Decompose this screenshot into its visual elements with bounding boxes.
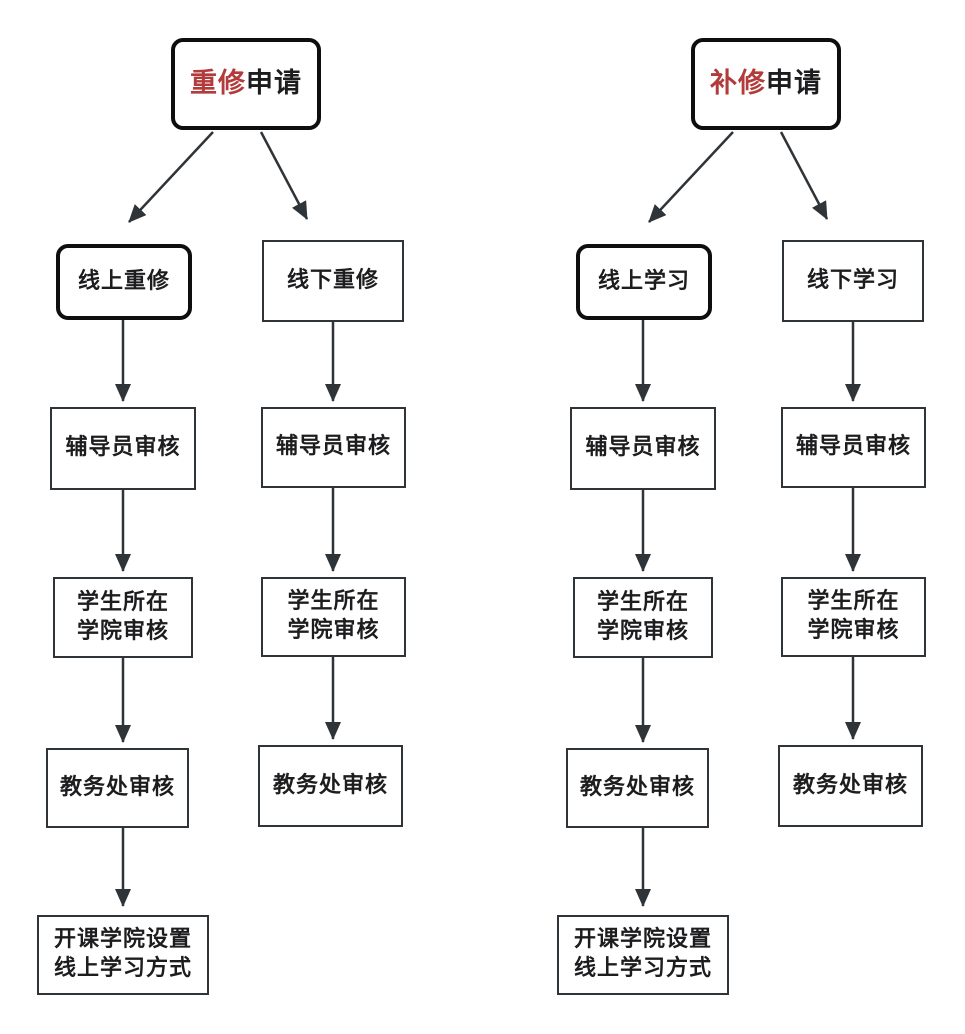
retake-rest-text: 申请 — [246, 68, 302, 100]
node-student-college-review: 学生所在 学院审核 — [781, 577, 926, 657]
arrow-retake-to-online — [128, 131, 214, 223]
arrow-retake-to-offline — [259, 131, 309, 220]
node-counselor-review: 辅导员审核 — [50, 407, 196, 490]
node-academic-affairs-review: 教务处审核 — [46, 748, 189, 828]
node-counselor-review: 辅导员审核 — [570, 407, 716, 490]
node-academic-affairs-review: 教务处审核 — [258, 745, 403, 827]
node-online-retake: 线上重修 — [56, 244, 192, 320]
node-counselor-review: 辅导员审核 — [781, 407, 926, 488]
retake-highlight-text: 重修 — [190, 68, 246, 100]
node-retake-application: 重修申请 — [171, 38, 321, 130]
makeup-rest-text: 申请 — [766, 68, 822, 100]
makeup-highlight-text: 补修 — [710, 68, 766, 100]
node-academic-affairs-review: 教务处审核 — [778, 745, 923, 827]
node-counselor-review: 辅导员审核 — [261, 407, 406, 488]
node-offline-retake: 线下重修 — [262, 240, 404, 322]
node-academic-affairs-review: 教务处审核 — [566, 748, 709, 828]
node-course-college-setup: 开课学院设置 线上学习方式 — [37, 915, 209, 995]
node-offline-study: 线下学习 — [782, 240, 924, 322]
node-course-college-setup: 开课学院设置 线上学习方式 — [557, 915, 729, 995]
node-student-college-review: 学生所在 学院审核 — [261, 577, 406, 657]
node-student-college-review: 学生所在 学院审核 — [53, 577, 193, 658]
node-online-study: 线上学习 — [576, 244, 712, 320]
arrow-makeup-to-offline — [779, 131, 829, 220]
node-student-college-review: 学生所在 学院审核 — [573, 577, 713, 658]
arrow-makeup-to-online — [648, 131, 734, 223]
node-makeup-application: 补修申请 — [691, 38, 841, 130]
